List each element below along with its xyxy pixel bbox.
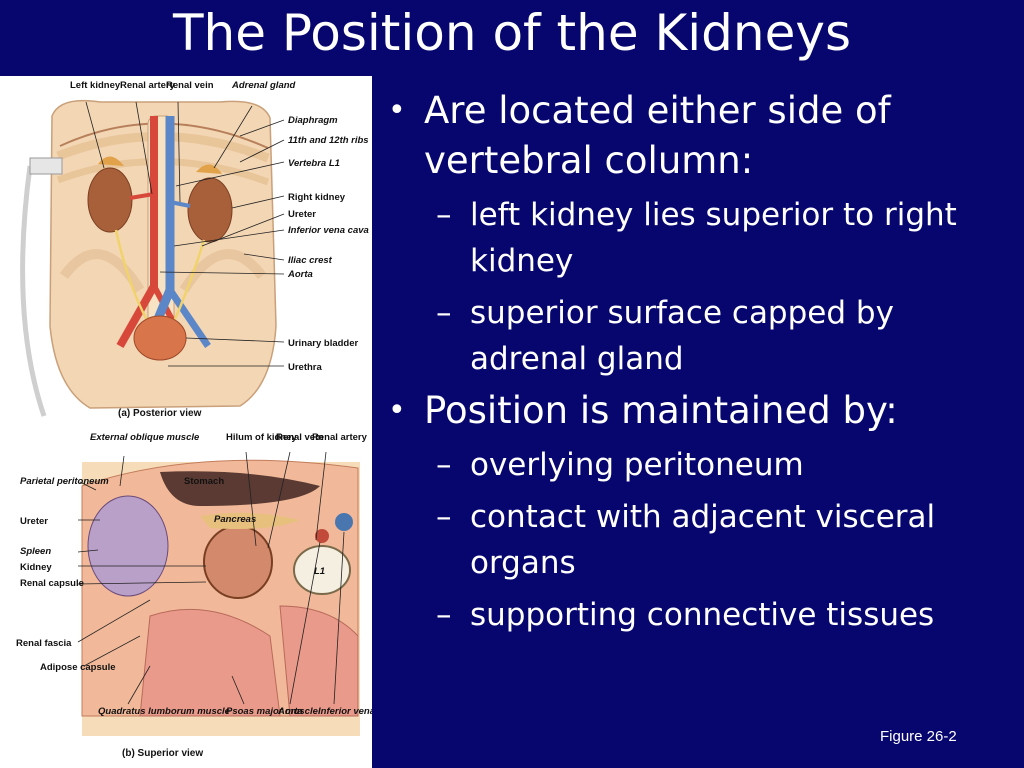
label-ureter-b: Ureter <box>20 516 48 527</box>
bullet-position: • Position is maintained by: <box>388 386 1018 436</box>
label-renal-vein-a: Renal vein <box>166 80 214 91</box>
label-ureter-a: Ureter <box>288 209 316 220</box>
superior-view-drawing <box>77 451 360 736</box>
label-aorta-a: Aorta <box>287 269 313 280</box>
dash-mark: – <box>436 197 452 233</box>
label-vertebra: Vertebra L1 <box>288 158 340 169</box>
bullet-position-text: Position is maintained by: <box>424 389 898 432</box>
sub-bullet-adrenal-cap-text: superior surface capped by adrenal gland <box>470 295 894 377</box>
sub-bullet-adrenal-cap: –superior surface capped by adrenal glan… <box>388 290 1018 382</box>
label-aorta-b: Aorta <box>277 706 303 717</box>
label-renal-artery-a: Renal artery <box>120 80 176 91</box>
label-l1: L1 <box>314 566 325 577</box>
dash-mark: – <box>436 499 452 535</box>
bullet-dot: • <box>388 393 406 428</box>
sub-bullet-visceral-organs: –contact with adjacent visceral organs <box>388 494 1018 586</box>
label-kidney-b: Kidney <box>20 562 52 573</box>
sub-bullet-visceral-organs-text: contact with adjacent visceral organs <box>470 499 936 581</box>
label-pancreas: Pancreas <box>214 514 256 525</box>
caption-posterior-view: (a) Posterior view <box>118 408 202 419</box>
slide-title: The Position of the Kidneys <box>172 4 851 62</box>
label-urinary-bladder: Urinary bladder <box>288 338 359 349</box>
bullet-list: • Are located either side of vertebral co… <box>388 86 1018 638</box>
posterior-view-drawing <box>20 99 285 417</box>
dash-mark: – <box>436 447 452 483</box>
label-spleen: Spleen <box>20 546 51 557</box>
dash-mark: – <box>436 597 452 633</box>
label-external-oblique: External oblique muscle <box>90 432 200 443</box>
label-adipose-capsule: Adipose capsule <box>40 662 116 673</box>
dash-mark: – <box>436 295 452 331</box>
sub-bullet-peritoneum-text: overlying peritoneum <box>470 447 804 483</box>
figure-reference: Figure 26-2 <box>880 728 957 745</box>
label-parietal-peritoneum: Parietal peritoneum <box>20 476 109 487</box>
label-left-kidney: Left kidney <box>70 80 121 91</box>
label-renal-fascia: Renal fascia <box>16 638 72 649</box>
label-right-kidney: Right kidney <box>288 192 346 203</box>
kidney-illustration: Left kidney Renal artery Renal vein Adre… <box>16 80 372 759</box>
label-diaphragm: Diaphragm <box>288 115 338 126</box>
label-stomach: Stomach <box>184 476 224 487</box>
label-renal-capsule: Renal capsule <box>20 578 84 589</box>
sub-bullet-left-superior: –left kidney lies superior to right kidn… <box>388 192 1018 284</box>
label-ribs: 11th and 12th ribs <box>288 135 369 146</box>
label-inferior-vena-cava-a: Inferior vena cava <box>288 225 369 236</box>
label-renal-artery-b: Renal artery <box>312 432 368 443</box>
sub-bullet-left-superior-text: left kidney lies superior to right kidne… <box>470 197 957 279</box>
sub-bullet-peritoneum: –overlying peritoneum <box>388 442 1018 488</box>
bullet-location-text: Are located either side of vertebral col… <box>424 89 891 182</box>
label-psoas-major: Psoas major muscle <box>226 706 319 717</box>
label-inferior-vena-cava-b: Inferior vena cava <box>318 706 372 717</box>
sub-bullet-connective-tissues-text: supporting connective tissues <box>470 597 935 633</box>
label-hilum-of-kidney: Hilum of kidney <box>226 432 297 443</box>
caption-superior-view: (b) Superior view <box>122 748 203 759</box>
bullet-location: • Are located either side of vertebral co… <box>388 86 1018 186</box>
sub-bullet-connective-tissues: –supporting connective tissues <box>388 592 1018 638</box>
label-iliac-crest: Iliac crest <box>288 255 333 266</box>
label-renal-vein-b: Renal vein <box>276 432 324 443</box>
kidney-figure: Left kidney Renal artery Renal vein Adre… <box>0 76 372 768</box>
label-quadratus-lumborum: Quadratus lumborum muscle <box>98 706 231 717</box>
label-urethra: Urethra <box>288 362 323 373</box>
bullet-dot: • <box>388 93 406 128</box>
label-adrenal-gland: Adrenal gland <box>231 80 296 91</box>
